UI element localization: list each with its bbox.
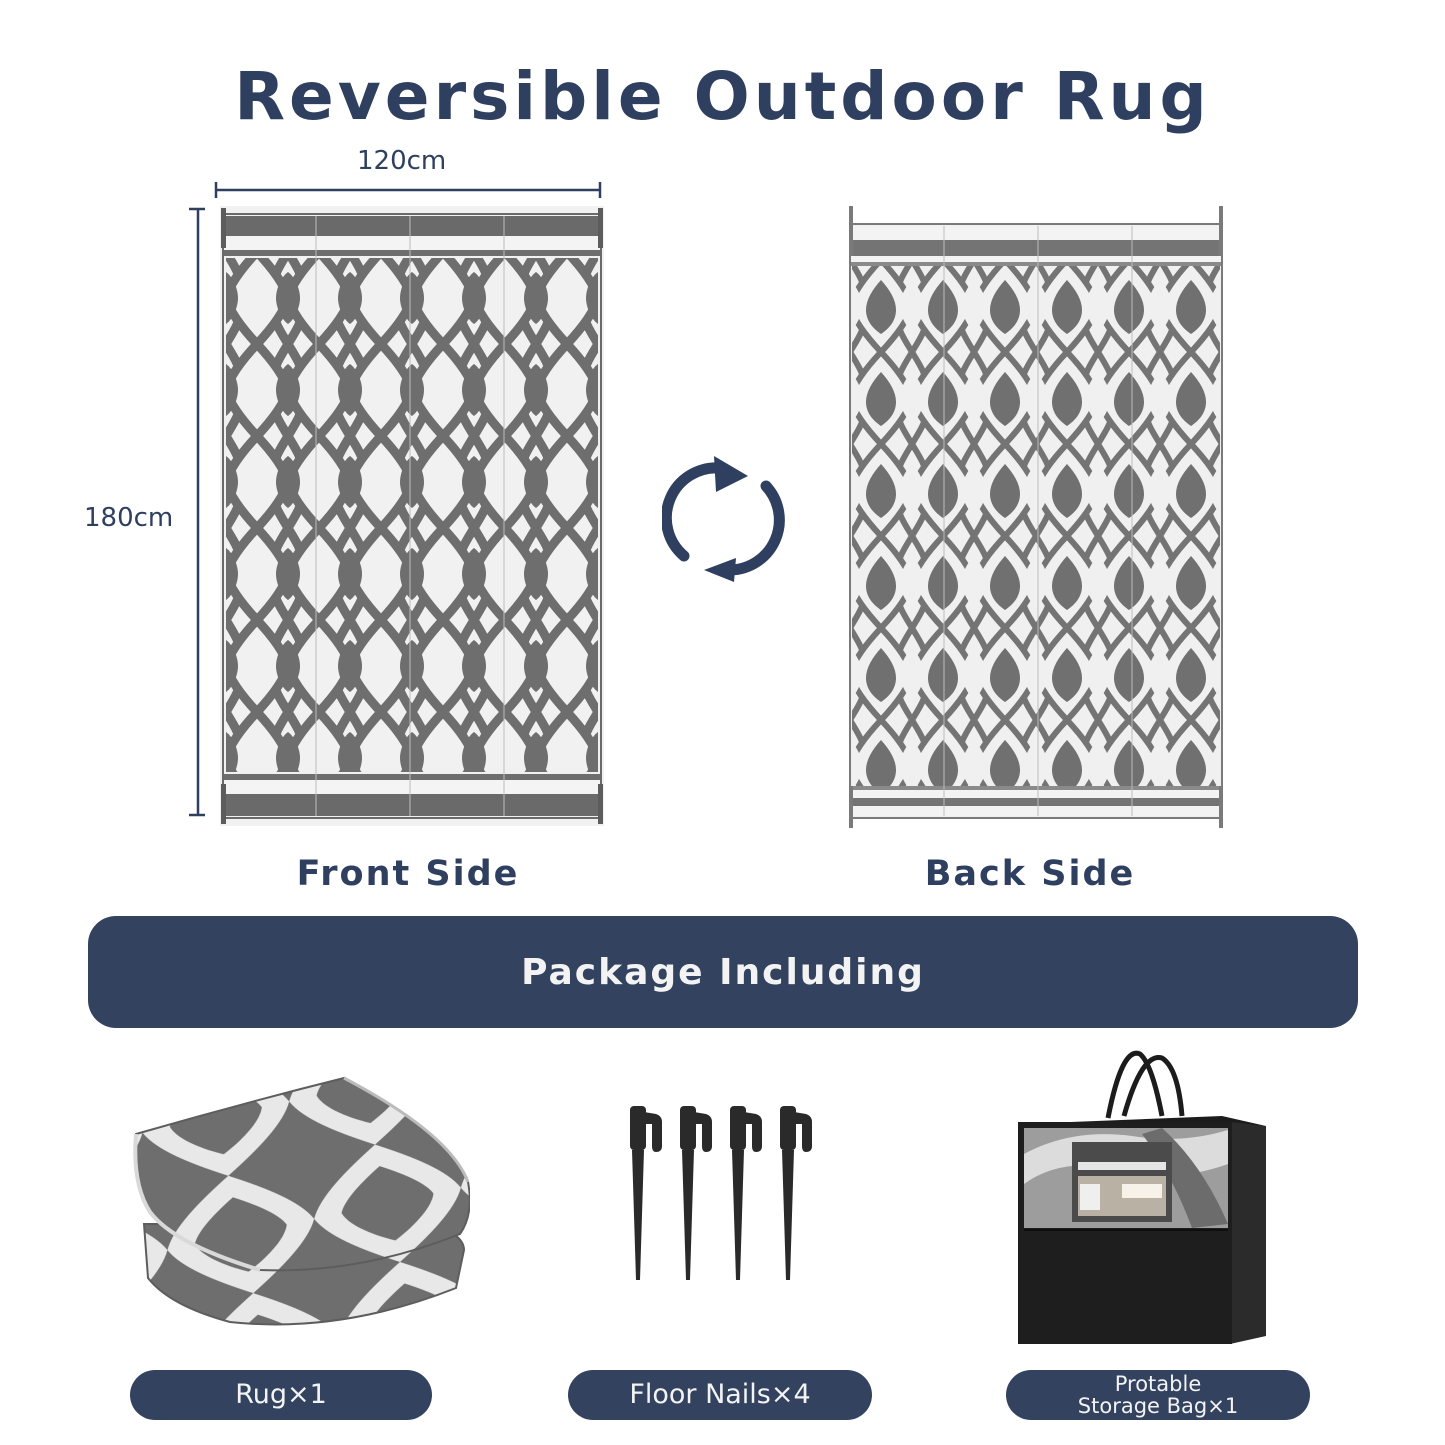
front-side-rug-image [220,206,604,826]
floor-nails-image [630,1106,812,1280]
width-dimension-label: 120cm [357,146,447,176]
page-title: Reversible Outdoor Rug [234,58,1211,135]
front-side-label: Front Side [296,854,520,894]
storage-bag-item-text-line1: Protable [1114,1372,1202,1396]
height-dimension-label: 180cm [84,503,174,533]
storage-bag-item-text-line2: Storage Bag×1 [1077,1394,1239,1418]
floor-nails-item-label: Floor Nails×4 [568,1370,872,1420]
folded-rug-image [133,1076,470,1326]
rug-item-text: Rug×1 [235,1379,327,1410]
width-dimension-line [214,182,602,198]
back-side-label: Back Side [924,854,1136,894]
height-dimension-line [189,207,205,817]
storage-bag-image [1018,1050,1266,1344]
storage-bag-item-label: Protable Storage Bag×1 [1006,1370,1310,1420]
package-including-heading: Package Including [521,951,925,993]
back-side-rug-image [846,204,1226,830]
floor-nails-item-text: Floor Nails×4 [629,1379,811,1410]
package-including-banner: Package Including [88,916,1358,1028]
refresh-rotate-icon [662,456,785,582]
rug-item-label: Rug×1 [130,1370,432,1420]
